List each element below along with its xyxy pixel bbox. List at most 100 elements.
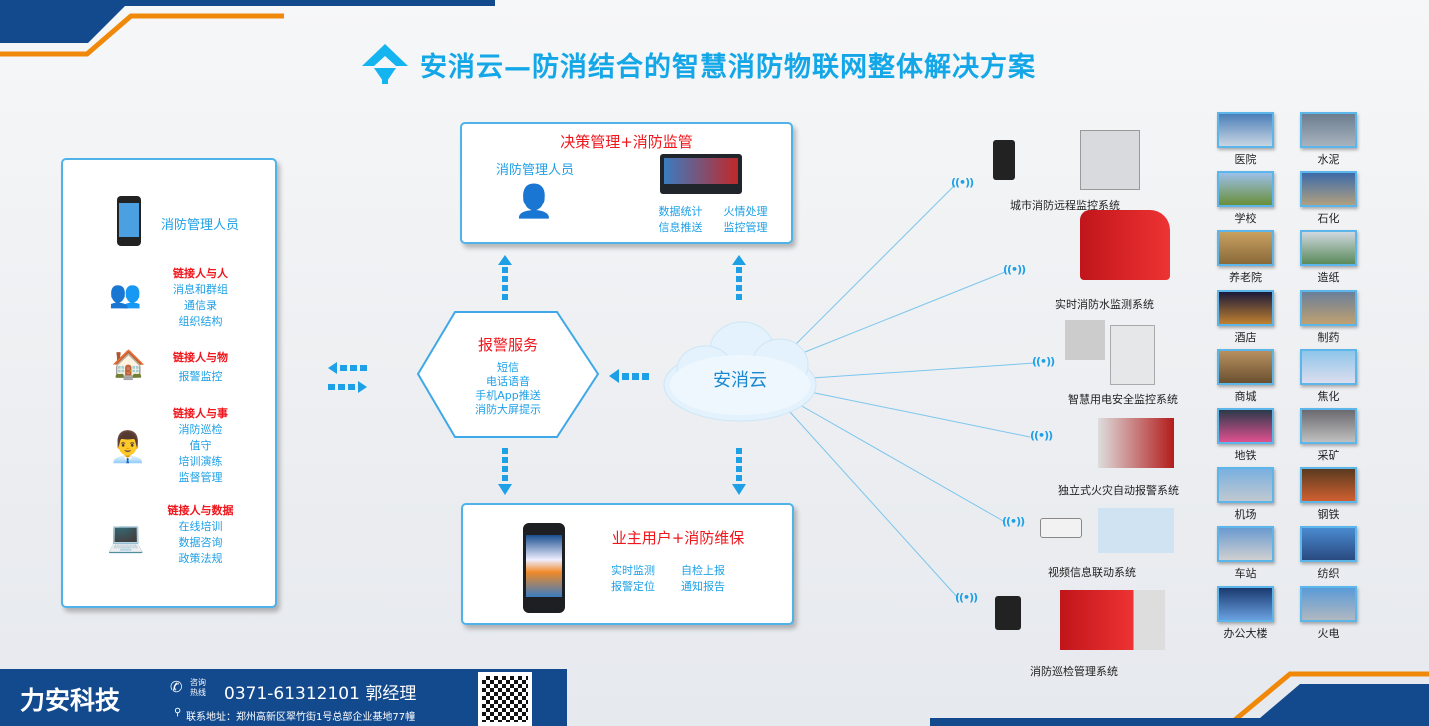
industry-thumbnail [1217,289,1274,326]
industry-label: 医院 [1234,153,1257,166]
page-title: 安消云—防消结合的智慧消防物联网整体解决方案 [420,51,1036,83]
industry-label: 学校 [1234,212,1257,226]
hotline-label-1: 咨询 [190,678,206,687]
industry-thumbnail [1300,467,1357,504]
system-label: 视频信息联动系统 [1048,566,1136,579]
fire-pump-icon [1080,210,1170,280]
header-decoration [0,0,495,57]
hotline-label-2: 热线 [190,688,206,697]
industry-thumbnail [1217,467,1274,504]
smoke-detector-icon [1098,418,1174,468]
feature: 实时监测 [611,564,655,577]
devices-icon [660,154,742,194]
industry-label: 火电 [1317,626,1340,640]
brand-name: 力安科技 [20,686,121,715]
industry-label: 制药 [1317,330,1340,344]
system-label: 实时消防水监测系统 [1055,298,1154,311]
group-title: 链接人与人 [173,267,228,280]
industry-label: 焦化 [1317,389,1340,403]
alarm-hexagon [416,311,600,438]
industry-thumbnail [1300,112,1357,148]
group-item: 值守 [189,439,212,452]
system-label: 独立式火灾自动报警系统 [1058,484,1179,497]
industry-thumbnail [1300,230,1357,267]
group-item: 培训演练 [178,455,223,468]
owner-title: 业主用户+消防维保 [611,529,745,547]
alarm-item: 消防大屏提示 [475,403,541,416]
alarm-item: 电话语音 [486,375,530,388]
address: 联系地址：郑州高新区翠竹街1号总部企业基地77幢 [186,712,416,723]
industry-label: 石化 [1317,212,1340,226]
logo-icon [362,44,408,84]
group-title: 链接人与数据 [167,504,234,517]
group-item: 政策法规 [178,552,223,565]
industry-thumbnail [1300,408,1357,444]
feature: 数据统计 [658,205,703,218]
industry-thumbnail [1300,171,1357,208]
people-icon: 👥 [109,280,142,310]
industry-thumbnail [1300,289,1357,326]
camera-icon [1040,518,1082,538]
phone-icon [117,196,141,246]
industry-thumbnail [1300,348,1357,385]
group-item: 在线培训 [178,520,223,533]
cloud-label: 安消云 [713,370,767,391]
industry-label: 纺织 [1317,567,1340,581]
group-events: 链接人与事 消防巡检 值守 培训演练 监督管理 [153,406,248,486]
wireless-signal-icon: ((•)) [1030,429,1053,442]
industry-thumbnail [1217,585,1274,622]
industry-thumbnail [1217,526,1274,563]
industry-thumbnail [1300,526,1357,563]
group-title: 链接人与事 [173,407,228,420]
wireless-signal-icon: ((•)) [1032,355,1055,368]
alarm-item: 手机App推送 [475,389,541,402]
industry-label: 养老院 [1229,271,1262,285]
left-header: 消防管理人员 [161,218,240,233]
location-icon: ⚲ [174,707,182,718]
feature: 监控管理 [723,221,768,234]
footer-bar: 力安科技 ✆ 咨询 热线 0371-61312101 郭经理 ⚲ 联系地址：郑州… [0,669,567,726]
control-room-icon [1098,508,1174,553]
system-label: 城市消防远程监控系统 [1010,199,1120,212]
system-label: 消防巡检管理系统 [1030,665,1118,678]
alarm-item: 短信 [497,361,519,374]
group-item: 消防巡检 [178,423,223,436]
industry-thumbnail [1217,408,1274,444]
left-panel: 消防管理人员 👥 链接人与人 消息和群组 通信录 组织结构 🏠 链接人与物 报警… [61,158,277,608]
group-things: 链接人与物 报警监控 [153,350,248,385]
industry-label: 机场 [1234,508,1257,522]
feature: 报警定位 [611,580,655,593]
manager-avatar-icon: 👤 [514,182,554,220]
industry-thumbnail [1217,348,1274,385]
feature: 信息推送 [658,221,703,234]
industry-label: 车站 [1234,567,1257,581]
wireless-signal-icon: ((•)) [1002,515,1025,528]
industry-label: 钢铁 [1317,508,1340,522]
electrical-sensor-icon [1065,320,1105,360]
data-cloud-icon: 💻 [107,520,145,555]
footer-decoration [930,671,1429,726]
phone-icon: ✆ [170,678,183,696]
group-item: 消息和群组 [173,283,228,296]
alarm-title: 报警服务 [477,336,538,354]
industry-thumbnail [1217,171,1274,208]
page-title-wrap: 安消云—防消结合的智慧消防物联网整体解决方案 [362,44,1036,84]
group-data: 链接人与数据 在线培训 数据咨询 政策法规 [153,503,248,567]
wireless-signal-icon: ((•)) [951,176,974,189]
handheld-device-icon [995,596,1021,630]
industry-label: 地铁 [1234,449,1257,462]
meeting-icon: 👨‍💼 [109,430,147,465]
group-people: 链接人与人 消息和群组 通信录 组织结构 [153,266,248,330]
industry-label: 采矿 [1317,449,1340,462]
qr-code [478,672,532,726]
group-item: 组织结构 [178,315,223,328]
industry-label: 办公大楼 [1223,626,1268,640]
group-item: 通信录 [184,299,217,312]
feature: 自检上报 [681,564,725,577]
decision-box: 决策管理+消防监管 消防管理人员 👤 数据统计 火情处理 信息推送 监控管理 [460,122,793,244]
industry-label: 水泥 [1317,153,1340,166]
wireless-signal-icon: ((•)) [955,591,978,604]
group-item: 数据咨询 [178,536,223,549]
industry-thumbnail [1300,585,1357,622]
